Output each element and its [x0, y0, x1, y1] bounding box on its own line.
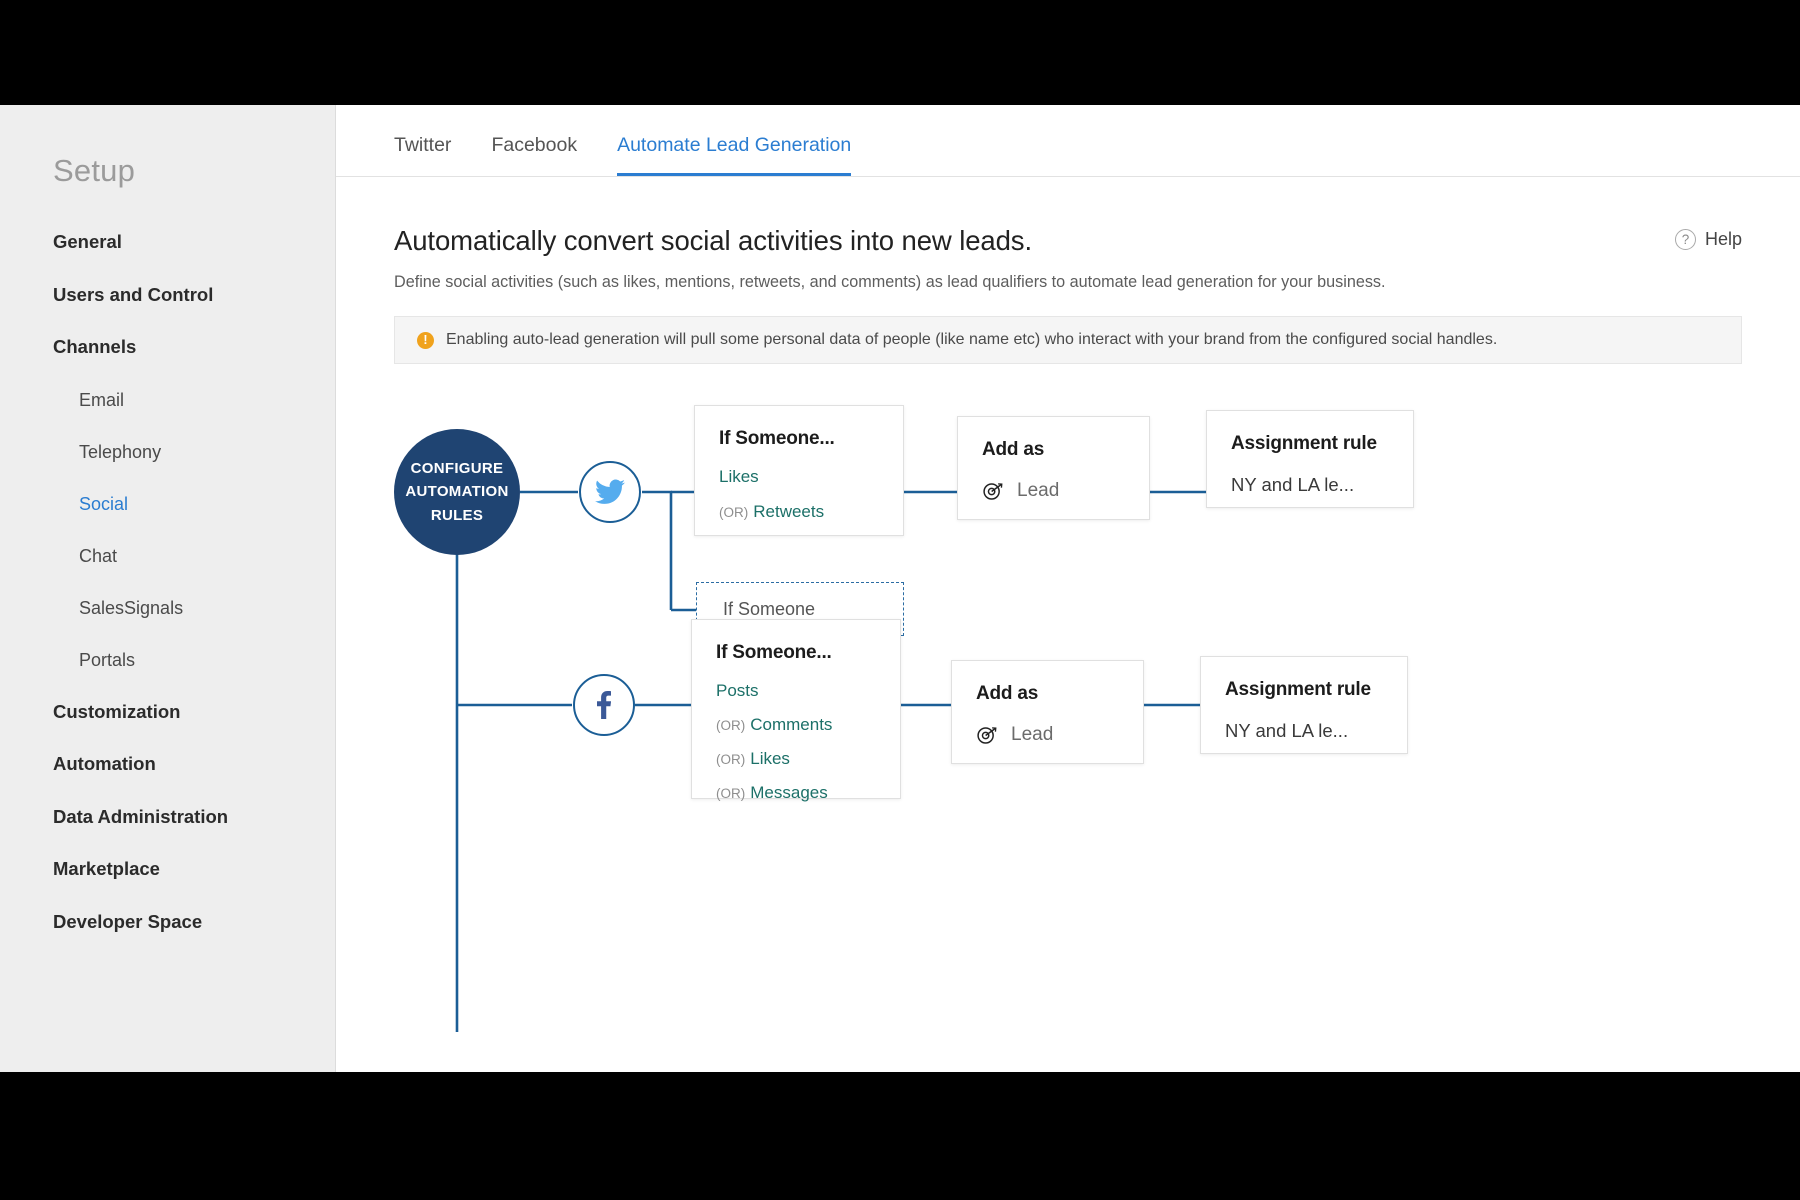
sidebar-item-social[interactable]: Social [79, 493, 129, 514]
add-as-title: Add as [976, 683, 1039, 704]
content-area: Automatically convert social activities … [336, 177, 1800, 1032]
tab-twitter[interactable]: Twitter [394, 133, 452, 156]
page-header: Automatically convert social activities … [394, 177, 1742, 292]
assignment-rule-value: NY and LA le... [1225, 720, 1349, 741]
configure-automation-rules-node[interactable]: CONFIGURE AUTOMATION RULES [394, 429, 520, 555]
option-label: Messages [750, 783, 828, 802]
facebook-f-icon [597, 691, 611, 719]
facebook-condition-card[interactable]: If Someone... Posts (OR) Comments (OR) [691, 619, 901, 801]
info-banner-text: Enabling auto-lead generation will pull … [446, 331, 1498, 348]
flow-connector-lines [455, 490, 1206, 1032]
tab-automate-lead-generation[interactable]: Automate Lead Generation [617, 135, 852, 176]
sidebar-item-channels[interactable]: Channels [53, 336, 137, 357]
option-row[interactable]: Posts [716, 682, 876, 699]
add-as-value: Lead [1017, 480, 1060, 501]
add-as-value: Lead [1011, 724, 1054, 745]
assignment-rule-value: NY and LA le... [1231, 474, 1355, 495]
tab-bar: Twitter Facebook Automate Lead Generation [336, 105, 1800, 177]
question-circle-icon: ? [1674, 229, 1696, 250]
sidebar-item-automation[interactable]: Automation [53, 753, 156, 774]
or-label: (OR) [719, 505, 749, 520]
page-header-text: Automatically convert social activities … [394, 225, 1386, 292]
option-label: Likes [750, 749, 790, 768]
twitter-bird-icon [595, 479, 625, 504]
option-row[interactable]: (OR) Messages [716, 784, 876, 801]
sidebar-item-salessignals[interactable]: SalesSignals [79, 597, 184, 618]
sidebar-title: Setup [53, 153, 136, 188]
or-label: (OR) [716, 752, 746, 767]
target-lead-icon [983, 482, 1003, 500]
page-description: Define social activities (such as likes,… [394, 273, 1386, 291]
twitter-add-as-card[interactable]: Add as Lead [957, 416, 1150, 520]
placeholder-label: If Someone [723, 598, 816, 619]
option-row[interactable]: (OR) Comments [716, 716, 876, 733]
add-as-title: Add as [982, 439, 1045, 460]
automation-flow-diagram: CONFIGURE AUTOMATION RULES If Someone... [394, 392, 1742, 1032]
facebook-condition-title: If Someone... [716, 642, 832, 663]
twitter-condition-title: If Someone... [719, 428, 835, 449]
sidebar-item-marketplace[interactable]: Marketplace [53, 858, 160, 879]
assignment-rule-title: Assignment rule [1231, 433, 1377, 454]
twitter-condition-options: Likes (OR) Retweets [719, 468, 879, 520]
or-label: (OR) [716, 786, 746, 801]
facebook-channel-node[interactable] [573, 674, 635, 736]
add-as-value-row: Lead [976, 724, 1119, 746]
facebook-add-as-card[interactable]: Add as Lead [951, 660, 1144, 764]
warning-icon: ! [417, 331, 434, 349]
option-label: Comments [750, 715, 833, 734]
assignment-rule-title: Assignment rule [1225, 679, 1371, 700]
twitter-assignment-rule-card[interactable]: Assignment rule NY and LA le... [1206, 410, 1414, 508]
option-row[interactable]: (OR) Retweets [719, 503, 879, 520]
sidebar-item-users-and-control[interactable]: Users and Control [53, 283, 214, 305]
twitter-channel-node[interactable] [579, 461, 641, 523]
root-node-line-1: CONFIGURE [410, 460, 504, 478]
sidebar-item-portals[interactable]: Portals [79, 649, 136, 670]
option-label: Posts [716, 681, 759, 700]
info-banner: ! Enabling auto-lead generation will pul… [394, 316, 1742, 364]
tab-facebook[interactable]: Facebook [491, 133, 578, 156]
add-as-value-row: Lead [982, 480, 1125, 502]
facebook-condition-options: Posts (OR) Comments (OR) Likes (OR) Me [716, 682, 876, 801]
or-label: (OR) [716, 718, 746, 733]
sidebar-item-data-administration[interactable]: Data Administration [53, 805, 229, 827]
root-node-line-3: RULES [430, 506, 484, 524]
facebook-assignment-rule-card[interactable]: Assignment rule NY and LA le... [1200, 656, 1408, 754]
sidebar-item-chat[interactable]: Chat [79, 545, 118, 566]
root-node-line-2: AUTOMATION [405, 483, 509, 501]
twitter-condition-card[interactable]: If Someone... Likes (OR) Retweets [694, 405, 904, 536]
page-title: Automatically convert social activities … [394, 225, 1032, 256]
option-label: Likes [719, 467, 759, 486]
sidebar-item-customization[interactable]: Customization [53, 700, 181, 722]
sidebar-item-telephony[interactable]: Telephony [79, 441, 162, 462]
help-button[interactable]: ? Help [1674, 229, 1742, 250]
option-row[interactable]: (OR) Likes [716, 750, 876, 767]
sidebar-item-developer-space[interactable]: Developer Space [53, 910, 203, 932]
option-label: Retweets [753, 502, 825, 521]
help-label: Help [1704, 229, 1742, 249]
sidebar-item-email[interactable]: Email [79, 389, 125, 410]
target-lead-icon [977, 726, 997, 744]
sidebar-item-general[interactable]: General [53, 231, 122, 252]
option-row[interactable]: Likes [719, 468, 879, 485]
